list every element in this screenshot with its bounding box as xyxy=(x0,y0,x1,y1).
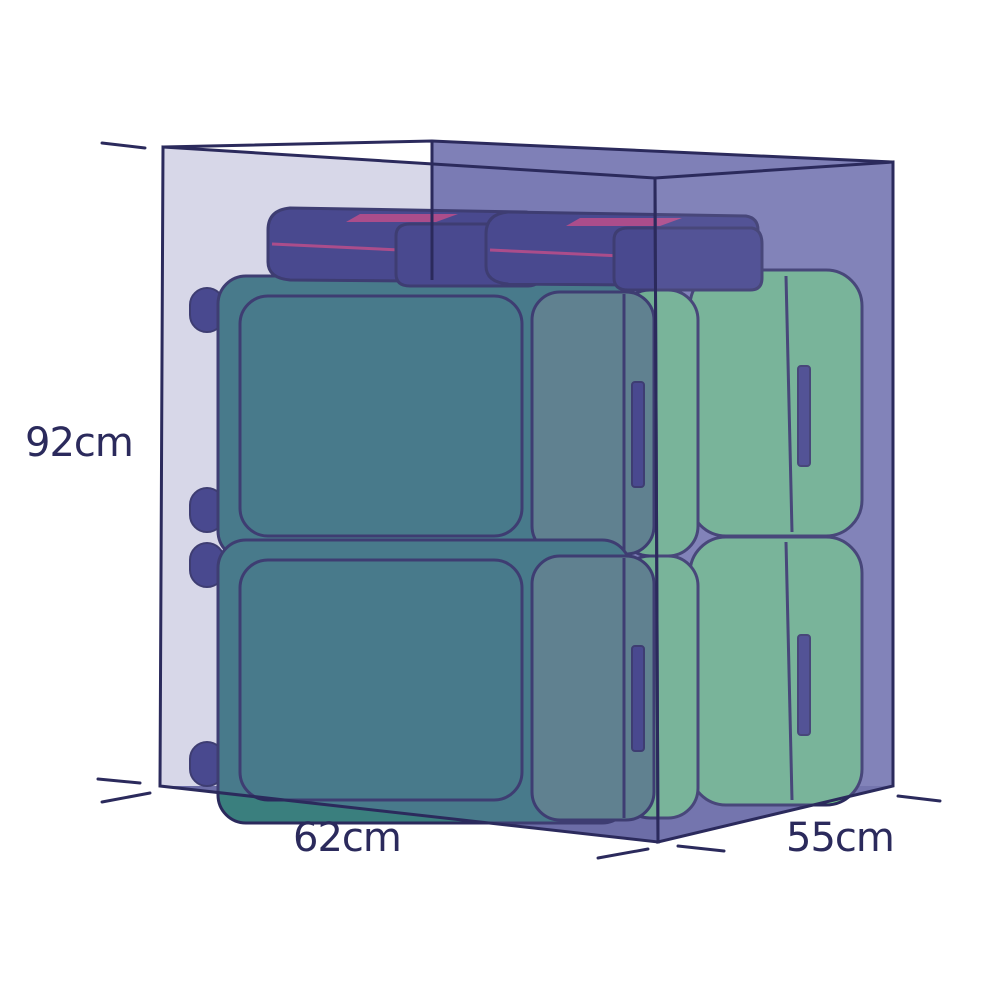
wheels xyxy=(189,287,225,787)
handle-icon xyxy=(631,381,645,488)
width-dimension-label: 62cm xyxy=(293,815,402,861)
width-tick-left xyxy=(100,791,152,804)
large-suitcase-bottom xyxy=(216,538,656,825)
suitcase-seam xyxy=(784,275,794,533)
suitcase-panel xyxy=(238,558,524,802)
width-tick-right xyxy=(596,847,650,860)
case-front-end xyxy=(612,226,764,292)
box-side-panel xyxy=(653,160,895,844)
suitcase-panel xyxy=(238,294,524,538)
height-dimension-label: 92cm xyxy=(25,420,134,466)
height-tick-bottom xyxy=(96,777,142,785)
depth-tick-right xyxy=(896,794,942,803)
zipper-stripe xyxy=(271,242,401,252)
zipper-stripe xyxy=(489,248,623,258)
handle-icon xyxy=(631,645,645,752)
height-tick-top xyxy=(100,141,147,150)
dimension-ticks xyxy=(96,141,942,860)
suitcase-seam xyxy=(784,541,794,801)
handle-icon xyxy=(797,634,811,736)
case-lid-accent xyxy=(346,214,458,222)
depth-dimension-label: 55cm xyxy=(786,815,895,861)
flat-case-right xyxy=(484,210,764,292)
depth-tick-left xyxy=(676,844,726,853)
case-lid-accent xyxy=(566,218,682,226)
small-suitcase-top-right xyxy=(688,268,864,538)
handle-icon xyxy=(797,365,811,467)
small-suitcase-bottom-right xyxy=(688,535,864,807)
box-front-panel xyxy=(158,145,660,844)
